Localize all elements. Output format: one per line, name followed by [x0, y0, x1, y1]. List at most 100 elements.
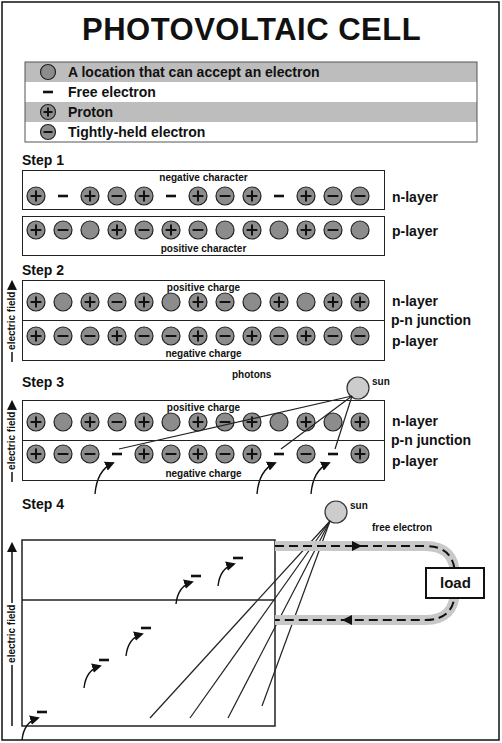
junction-label: p-n junction [391, 312, 471, 328]
free-electron-symbol [112, 453, 122, 456]
photon-ray [335, 396, 352, 449]
layer-charge-text: positive character [23, 243, 384, 255]
acceptor-symbol [270, 413, 288, 431]
sign-bar [220, 453, 231, 455]
proton-symbol [351, 293, 369, 311]
layer-name: p-layer [392, 333, 438, 349]
layer-name: n-layer [392, 189, 438, 205]
proton-symbol [189, 187, 207, 205]
sign-bar [44, 131, 53, 133]
proton-symbol [297, 327, 315, 345]
acceptor-symbol [324, 413, 342, 431]
electron-path [257, 463, 275, 494]
electron-path [311, 463, 329, 494]
sign-bar [305, 191, 307, 202]
sign-bar [143, 297, 145, 308]
acceptor-symbol [54, 413, 72, 431]
sign-bar [278, 297, 280, 308]
photon-ray [281, 396, 352, 449]
sign-bar [116, 225, 118, 236]
electron-path [22, 718, 38, 740]
proton-symbol [27, 221, 45, 239]
step-label: Step 4 [22, 496, 64, 512]
layer-box: negative charactern-layer [22, 170, 385, 210]
acceptor-symbol [54, 293, 72, 311]
proton-symbol [189, 445, 207, 463]
proton-symbol [135, 413, 153, 431]
sign-bar [143, 449, 145, 460]
free-electron-symbol [233, 557, 243, 560]
electron-symbol [216, 445, 234, 463]
electron-path [126, 634, 142, 656]
electron-symbol [324, 187, 342, 205]
sign-bar [328, 195, 339, 197]
proton-symbol [108, 221, 126, 239]
free-electron-symbol [37, 711, 47, 714]
layer-box: positive chargen-layer [22, 400, 385, 441]
proton-symbol [108, 327, 126, 345]
electron-symbol [41, 125, 56, 140]
legend-text: Proton [68, 104, 113, 120]
layer-charge-text: positive charge [23, 402, 384, 414]
sign-bar [301, 453, 312, 455]
free-electron-symbol [141, 627, 151, 630]
junction-label: p-n junction [391, 432, 471, 448]
proton-symbol [162, 221, 180, 239]
sign-bar [89, 191, 91, 202]
proton-symbol [189, 413, 207, 431]
step-label: Step 2 [22, 262, 64, 278]
sign-bar [193, 229, 204, 231]
electron-symbol [81, 445, 99, 463]
sign-bar [305, 331, 307, 342]
layer-box: positive characterp-layer [22, 216, 385, 256]
legend-band [25, 102, 477, 122]
legend-frame [25, 62, 477, 142]
proton-symbol [81, 187, 99, 205]
sun-symbol [325, 501, 347, 523]
free-electron-label: free electron [372, 522, 432, 534]
current-arrowhead [342, 615, 352, 625]
electron-symbol [216, 187, 234, 205]
legend-text: Free electron [68, 84, 156, 100]
sign-bar [197, 331, 199, 342]
electron-symbol [81, 327, 99, 345]
electron-symbol [54, 327, 72, 345]
electron-path [218, 564, 234, 586]
diagram-title: PHOTOVOLTAIC CELL [82, 12, 421, 48]
electron-symbol [108, 293, 126, 311]
proton-symbol [243, 327, 261, 345]
electron-symbol [54, 445, 72, 463]
proton-symbol [135, 445, 153, 463]
proton-symbol [27, 413, 45, 431]
electron-symbol [54, 221, 72, 239]
sun-label: sun [350, 500, 368, 512]
electron-symbol [135, 327, 153, 345]
layer-name: n-layer [392, 293, 438, 309]
sign-bar [197, 297, 199, 308]
sign-bar [355, 335, 366, 337]
proton-symbol [297, 413, 315, 431]
load-label: load [440, 574, 471, 591]
layer-charge-text: positive charge [23, 282, 384, 294]
proton-symbol [27, 445, 45, 463]
photons-label: photons [232, 369, 271, 381]
sign-bar [143, 417, 145, 428]
sign-bar [220, 195, 231, 197]
sign-bar [139, 335, 150, 337]
step-label: Step 3 [22, 374, 64, 390]
sign-bar [35, 331, 37, 342]
sign-bar [112, 301, 123, 303]
free-electron-symbol [43, 91, 53, 94]
electron-symbol [135, 221, 153, 239]
sign-bar [58, 453, 69, 455]
proton-symbol [189, 327, 207, 345]
proton-symbol [189, 293, 207, 311]
electron-symbol [108, 413, 126, 431]
field-label: electric field [6, 410, 18, 472]
current-arrowhead [352, 541, 362, 551]
sign-bar [220, 421, 231, 423]
proton-symbol [351, 445, 369, 463]
step-label: Step 1 [22, 152, 64, 168]
electron-symbol [216, 327, 234, 345]
